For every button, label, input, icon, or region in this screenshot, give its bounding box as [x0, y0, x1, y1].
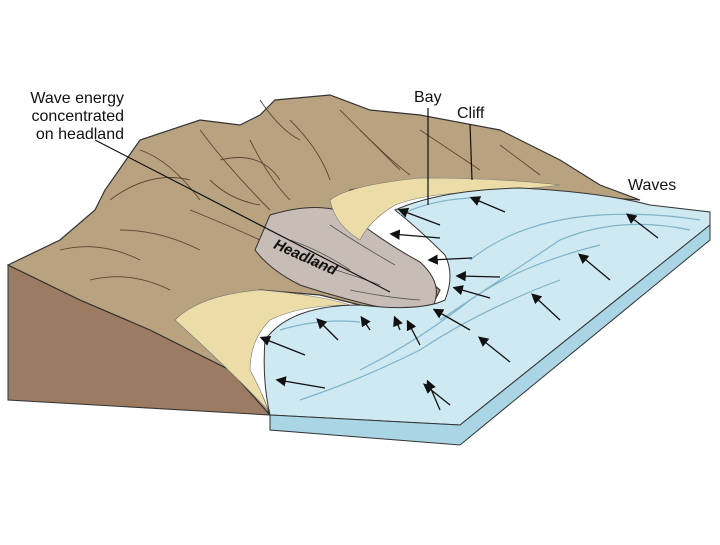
- bay-label: Bay: [414, 89, 442, 106]
- wave-energy-label-line-1: Wave energy: [30, 90, 124, 107]
- water-front-edge: [269, 223, 711, 446]
- water-surface: [263, 187, 711, 426]
- wave-energy-label: Wave energy concentrated on headland: [10, 90, 124, 144]
- waves-label: Waves: [628, 177, 677, 194]
- wave-energy-label-line-3: on headland: [35, 126, 124, 143]
- leader-lines: [94, 108, 473, 293]
- headland-texture: [289, 224, 421, 301]
- wave-energy-label-line-2: concentrated: [31, 108, 124, 125]
- cliff-label: Cliff: [457, 105, 485, 122]
- lower-bay-beach: [174, 289, 351, 411]
- wave-arrows: [259, 196, 659, 411]
